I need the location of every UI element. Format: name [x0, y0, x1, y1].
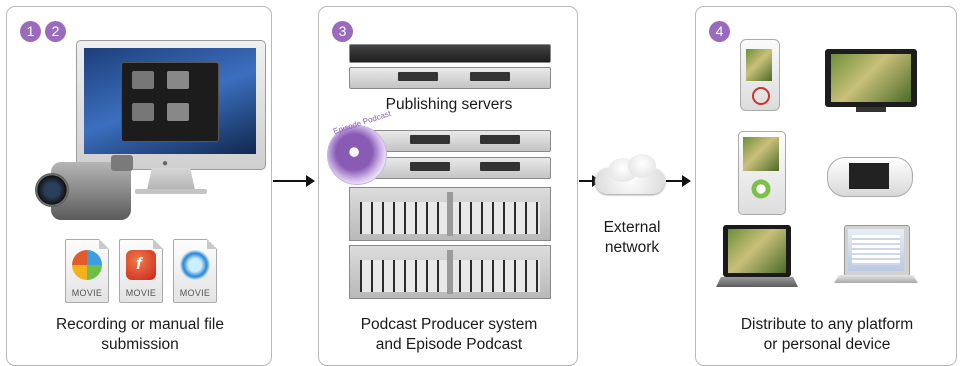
step-badge-2: 2 [45, 21, 66, 42]
source-panel: 1 2 ● MOVIE f MOVIE MOVIE Recording or [6, 6, 272, 366]
rack-server [349, 130, 551, 152]
step-badge-3: 3 [332, 21, 353, 42]
producer-caption: Podcast Producer system and Episode Podc… [319, 315, 579, 355]
flow-arrow [666, 175, 691, 187]
episode-podcast-logo: Episode Podcast [327, 109, 392, 185]
network-label-line: External [603, 219, 661, 236]
network-label-line: network [604, 239, 660, 256]
distribution-caption: Distribute to any platform or personal d… [696, 315, 958, 355]
caption-line: Podcast Producer system [360, 316, 538, 333]
caption-line: Distribute to any platform [740, 316, 914, 333]
caption-line: Recording or manual file [55, 316, 224, 333]
flash-file-icon: f MOVIE [119, 239, 163, 303]
network-label: External network [590, 218, 674, 258]
storage-array [349, 245, 551, 299]
producer-panel: 3 Publishing servers Episode Podcast Pod… [318, 6, 578, 366]
source-caption: Recording or manual file submission [7, 315, 273, 355]
caption-line: or personal device [763, 336, 891, 353]
movie-label: MOVIE [179, 288, 211, 298]
step-badge-1: 1 [20, 21, 41, 42]
movie-label: MOVIE [71, 288, 103, 298]
step-badge-4: 4 [709, 21, 730, 42]
movie-label: MOVIE [125, 288, 157, 298]
storage-array [349, 187, 551, 241]
caption-line: and Episode Podcast [375, 336, 523, 353]
windows-media-file-icon: MOVIE [65, 239, 109, 303]
servers-label: Publishing servers [385, 96, 513, 113]
rack-server [349, 157, 551, 179]
distribution-panel: 4 Distribute to any platform or personal… [695, 6, 957, 366]
flow-arrow [273, 175, 315, 187]
caption-line: submission [101, 336, 179, 353]
rack-server-dark [349, 44, 551, 63]
rack-server [349, 67, 551, 89]
quicktime-file-icon: MOVIE [173, 239, 217, 303]
apple-logo-icon: ● [162, 158, 169, 169]
